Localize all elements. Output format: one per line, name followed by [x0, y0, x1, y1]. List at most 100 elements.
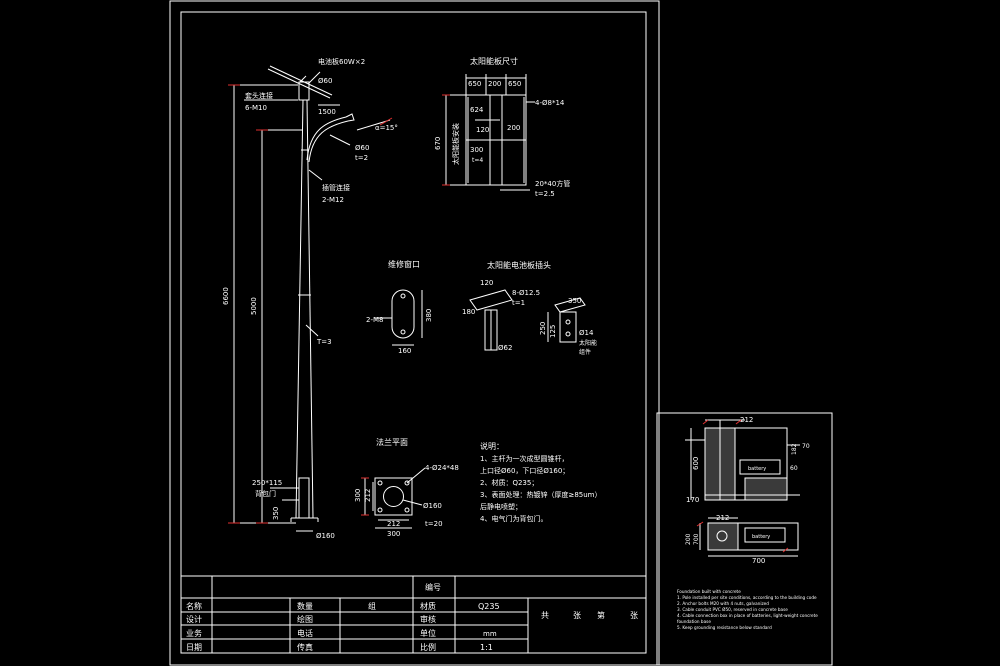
title-block-design: 设计 — [186, 614, 202, 624]
pole-door-height: 350 — [272, 507, 280, 520]
bracket-dim-250: 250 — [539, 322, 547, 335]
flange-red-marks — [361, 477, 369, 516]
pole-thickness: T=3 — [316, 338, 332, 346]
pole-solar-panel-label: 电池板60W×2 — [318, 57, 365, 66]
title-block-drawing: 绘图 — [297, 614, 313, 624]
flange-dim-300-vertical: 300 — [354, 489, 362, 502]
title-block-grid — [180, 575, 647, 654]
pole-door-label: 背包门 — [255, 489, 276, 498]
foundation-note-5: 4. Cable connection box in place of batt… — [677, 613, 818, 618]
title-block-material-label: 材质 — [420, 601, 436, 611]
flange-dim-300-horizontal: 300 — [387, 530, 400, 538]
title-block-set: 组 — [368, 601, 376, 611]
panel-dim-120: 120 — [476, 126, 489, 134]
title-block-unit-label: 单位 — [420, 628, 436, 638]
drawing-outer-frame — [169, 0, 660, 666]
pole-door-size: 250*115 — [252, 479, 282, 487]
title-block-sheet-no: 第 — [597, 610, 605, 620]
pole-top-diameter: Ø60 — [318, 77, 332, 85]
foundation-plan-battery-box: battery — [752, 534, 770, 540]
pole-arm-length: 1500 — [318, 108, 336, 116]
bracket-note: 太阳能 — [579, 339, 597, 347]
panel-drawing — [442, 74, 535, 191]
panel-thickness: t=4 — [472, 157, 483, 164]
panel-dim-right: 650 — [508, 80, 521, 88]
bracket-dim-180: 180 — [462, 308, 475, 316]
window-width: 160 — [398, 347, 411, 355]
foundation-frame — [656, 412, 833, 666]
pole-arm-thickness: t=2 — [355, 154, 368, 162]
notes-line-5: 后静电喷塑； — [480, 502, 522, 511]
pole-base-diameter: Ø160 — [316, 532, 335, 540]
foundation-dim-60: 60 — [790, 465, 798, 472]
foundation-plan-dim-212: 212 — [716, 514, 729, 522]
foundation-plan-dim-200: 200 — [685, 533, 692, 545]
panel-holes: 4-Ø8*14 — [535, 99, 565, 107]
foundation-dim-600: 600 — [692, 457, 700, 470]
pole-m12-label: 2-M12 — [322, 196, 344, 204]
bracket-dim-120: 120 — [480, 279, 493, 287]
panel-dim-670: 670 — [434, 137, 442, 150]
pole-main-height: 5000 — [250, 297, 258, 315]
title-block-phone: 电话 — [297, 628, 313, 638]
bracket-dim-62: Ø62 — [498, 344, 512, 352]
bracket-dim-14: Ø14 — [579, 329, 594, 337]
foundation-plan — [699, 517, 799, 557]
panel-vertical-label: 太阳能板安装 — [451, 123, 460, 165]
pole-sleeve-label: 插管连接 — [322, 183, 350, 192]
notes-line-2: 上口径Ø60，下口径Ø160； — [480, 466, 569, 475]
title-block-sheet: 张 — [630, 611, 638, 620]
panel-dim-624: 624 — [470, 106, 484, 114]
foundation-dim-212: 212 — [740, 416, 753, 424]
pole-pipe-connect-label: 套头连接 — [245, 91, 273, 100]
bracket-drawing — [469, 289, 586, 351]
pole-arm-angle: α=15° — [375, 124, 398, 132]
flange-dim-212-horizontal: 212 — [387, 520, 400, 528]
bracket-title: 太阳能电池板插头 — [487, 260, 551, 270]
title-block-quantity: 数量 — [297, 601, 313, 611]
title-block-date: 日期 — [186, 643, 202, 652]
pole-red-marks — [228, 84, 393, 524]
bracket-holes: 8-Ø12.5 — [512, 289, 540, 297]
pole-arm-diameter: Ø60 — [355, 144, 369, 152]
title-block-code-label: 编号 — [425, 582, 441, 592]
title-block-business: 业务 — [186, 628, 202, 638]
foundation-note-2: 1. Pole installed per site conditions, a… — [677, 595, 817, 600]
foundation-note-6: foundation base — [677, 619, 711, 624]
title-block-scale-value: 1:1 — [480, 643, 493, 652]
window-title: 维修窗口 — [388, 259, 420, 269]
flange-drawing — [364, 467, 426, 529]
notes-line-1: 1、主杆为一次成型圆锥杆， — [480, 454, 568, 463]
panel-title: 太阳能板尺寸 — [470, 56, 518, 66]
panel-dim-200: 200 — [507, 124, 520, 132]
foundation-dim-182: 182 — [791, 443, 798, 455]
foundation-red-marks — [696, 419, 789, 553]
flange-title: 法兰平面 — [376, 437, 408, 447]
panel-dim-300: 300 — [470, 146, 483, 154]
window-drawing — [375, 289, 423, 346]
bracket-dim-125: 125 — [549, 325, 557, 338]
flange-holes: 4-Ø24*48 — [425, 464, 459, 472]
title-block-unit-value: mm — [483, 630, 497, 638]
flange-dim-212-vertical: 212 — [364, 489, 372, 502]
foundation-battery-box: battery — [748, 466, 766, 472]
notes-line-6: 4、电气门为背包门。 — [480, 514, 547, 523]
title-block-scale-label: 比例 — [420, 642, 436, 652]
window-m8: 2-M8 — [366, 316, 383, 324]
window-height: 380 — [425, 309, 433, 322]
title-block-fax: 传真 — [297, 642, 313, 652]
title-block-total: 共 — [541, 611, 549, 620]
foundation-note-1: Foundation built with concrete — [677, 589, 741, 594]
title-block-name: 名称 — [186, 601, 202, 611]
foundation-note-4: 3. Cable conduit PVC Ø50, reserved in co… — [677, 607, 788, 612]
panel-red-marks — [442, 94, 450, 186]
notes-line-4: 3、表面处理：热镀锌（厚度≥85um） — [480, 490, 601, 499]
notes-title: 说明： — [480, 441, 504, 451]
panel-tube-thickness: t=2.5 — [535, 190, 555, 198]
foundation-note-7: 5. Keep grounding resistance below stand… — [677, 625, 772, 630]
foundation-dim-170: 170 — [686, 496, 699, 504]
flange-center-diameter: Ø160 — [423, 502, 442, 510]
foundation-plan-dim-700: 700 — [693, 533, 700, 545]
pole-total-height: 6600 — [222, 287, 230, 305]
